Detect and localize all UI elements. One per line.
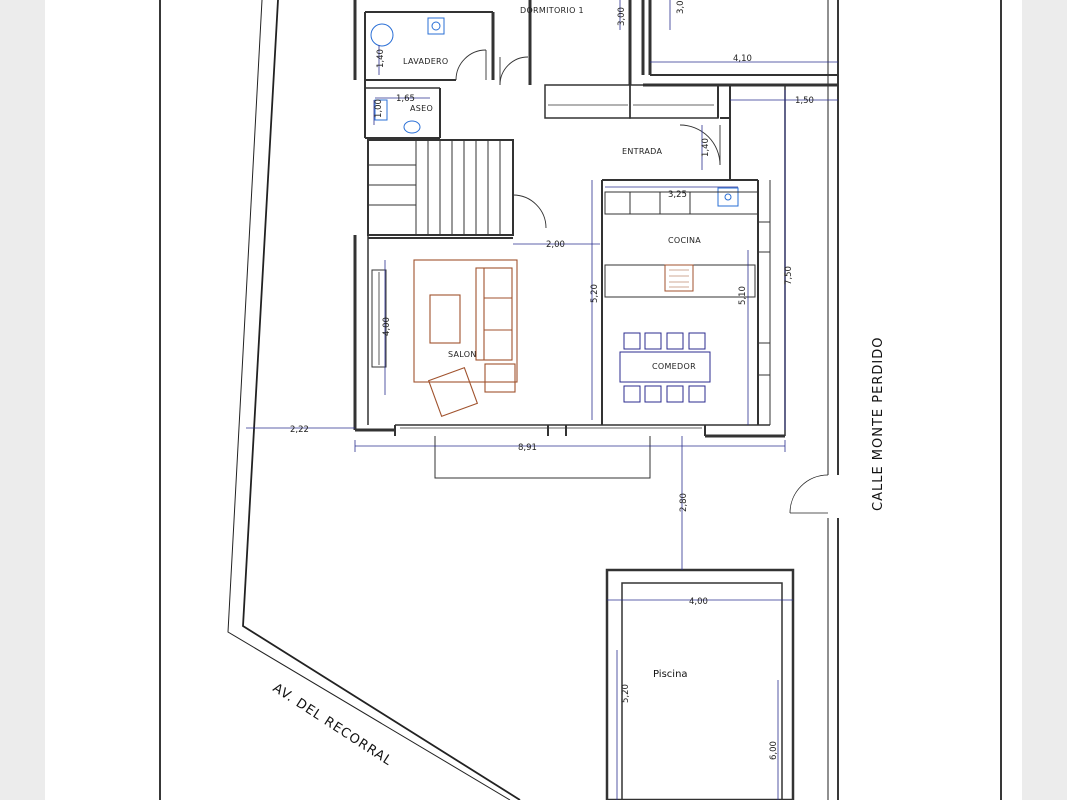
doors <box>455 49 721 229</box>
chair-icon <box>644 332 662 350</box>
washing-machine-icon <box>370 23 394 47</box>
chair-icon <box>666 332 684 350</box>
floor-plan: DORMITORIO 1 LAVADERO ASEO ENTRADA COCIN… <box>159 0 1002 800</box>
house-walls <box>353 0 838 479</box>
dining-table <box>619 351 711 383</box>
dim-left-setback: 2,22 <box>290 425 309 435</box>
dim-stair-width: 2,00 <box>546 240 565 250</box>
chair-icon <box>688 385 706 403</box>
sofa-icon <box>475 267 513 361</box>
dim-pool-width: 4,00 <box>689 597 708 607</box>
dimension-labels: 4,10 3,00 3,00 1,50 1,40 1,65 1,00 1,40 … <box>290 0 814 760</box>
dim-house-width: 8,91 <box>518 443 537 453</box>
dim-entrance-door: 1,40 <box>701 138 711 157</box>
side-table <box>484 363 516 393</box>
dim-salon-height: 4,00 <box>382 317 392 336</box>
pool <box>605 568 795 800</box>
room-label-comedor: COMEDOR <box>652 362 696 371</box>
washbasin-icon <box>374 99 388 121</box>
room-label-salon: SALON <box>448 350 477 359</box>
sink-icon <box>427 17 445 35</box>
armchair-icon <box>427 366 479 418</box>
dining-furniture <box>619 332 711 403</box>
dim-right-height: 7,50 <box>784 266 794 285</box>
dim-aseo-height: 1,00 <box>374 99 384 118</box>
coffee-table <box>429 294 461 344</box>
kitchen-sink-icon <box>717 187 739 207</box>
room-label-entrada: ENTRADA <box>622 147 662 156</box>
plan-sheet: DORMITORIO 1 LAVADERO ASEO ENTRADA COCIN… <box>45 0 1022 800</box>
room-labels: DORMITORIO 1 LAVADERO ASEO ENTRADA COCIN… <box>403 6 701 680</box>
toilet-icon <box>403 120 421 134</box>
dim-pool-height-a: 5,20 <box>621 684 631 703</box>
room-label-lavadero: LAVADERO <box>403 57 449 66</box>
room-label-aseo: ASEO <box>410 104 433 113</box>
dim-dorm-height-b: 3,00 <box>676 0 686 14</box>
room-label-cocina: COCINA <box>668 236 701 245</box>
dim-kitchen-height: 5,20 <box>590 284 600 303</box>
rug <box>413 259 518 383</box>
dim-lavadero: 1,40 <box>376 49 386 68</box>
plot-boundary <box>159 0 1002 800</box>
stairs <box>368 140 501 235</box>
room-label-piscina: Piscina <box>653 669 688 680</box>
chair-icon <box>623 385 641 403</box>
room-label-dormitorio: DORMITORIO 1 <box>520 6 584 15</box>
salon-furniture <box>413 259 518 418</box>
chair-icon <box>623 332 641 350</box>
dim-top-right-width: 4,10 <box>733 54 752 64</box>
dim-aseo-width: 1,65 <box>396 94 415 104</box>
bathroom-fixtures <box>370 17 739 207</box>
chair-icon <box>666 385 684 403</box>
dim-kitchen-counter: 3,25 <box>668 190 687 200</box>
dimension-lines <box>246 0 838 800</box>
dim-house-to-pool: 2,80 <box>679 493 689 512</box>
chair-icon <box>644 385 662 403</box>
dim-dorm-height-a: 3,00 <box>617 7 627 26</box>
dim-pool-height-b: 6,00 <box>769 741 779 760</box>
dim-setback-right: 1,50 <box>795 96 814 106</box>
kitchen-furniture <box>604 191 759 298</box>
dim-dining-height: 5,10 <box>738 286 748 305</box>
chair-icon <box>688 332 706 350</box>
cooktop-icon <box>664 264 694 292</box>
street-label-east: CALLE MONTE PERDIDO <box>871 337 886 511</box>
